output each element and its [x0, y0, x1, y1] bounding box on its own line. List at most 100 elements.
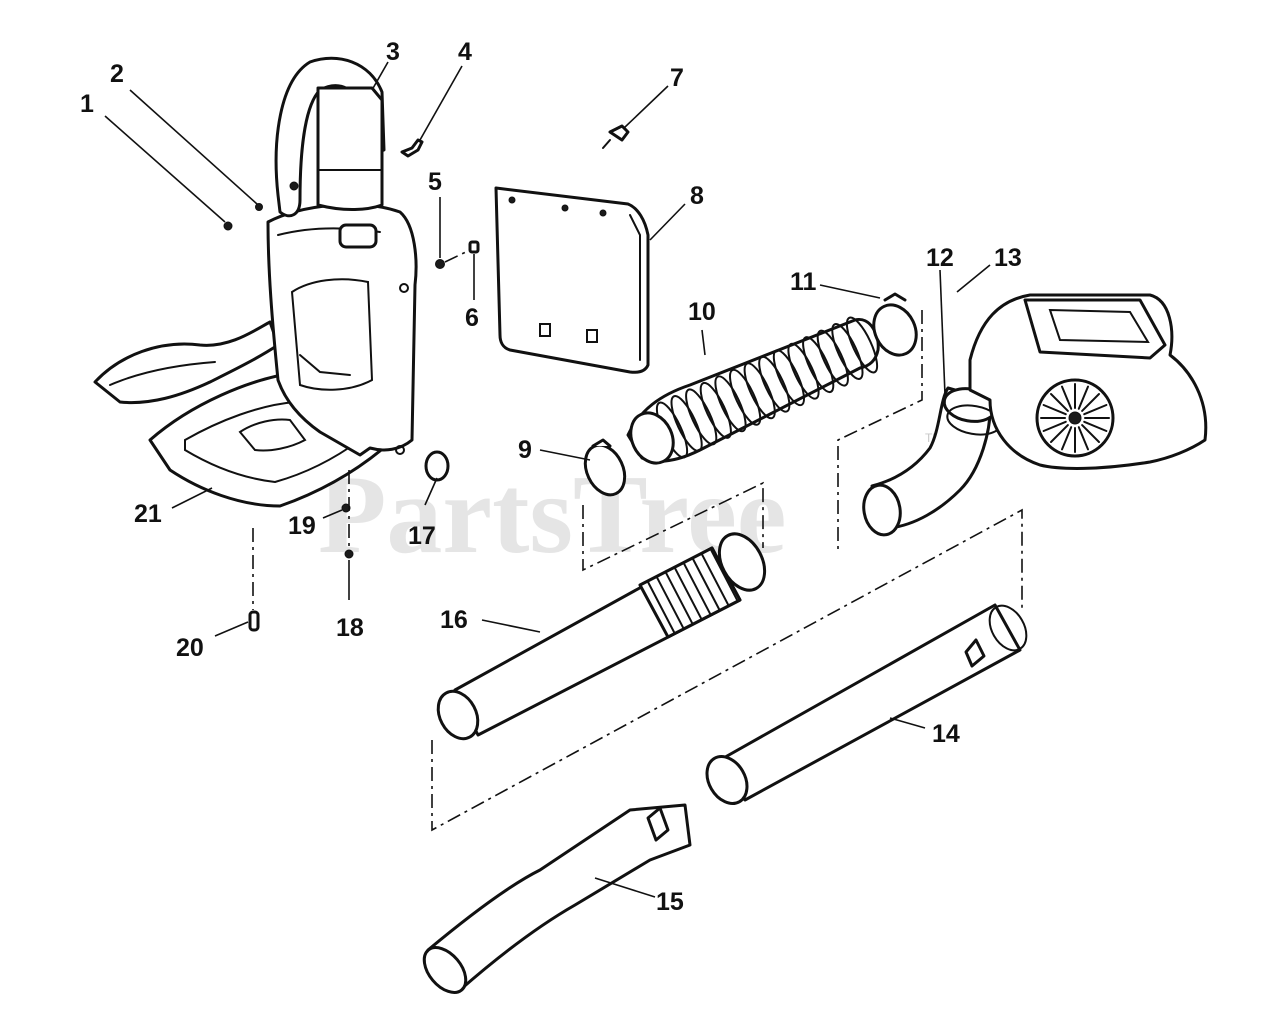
part-9-clamp-latch: [591, 438, 612, 448]
nozzle-tip: [422, 946, 468, 994]
flex-hose-rib: [714, 375, 747, 433]
callout-18: 18: [336, 614, 364, 642]
callout-1: 1: [80, 90, 94, 118]
callout-13: 13: [994, 244, 1022, 272]
tube-16-rib: [710, 548, 738, 601]
fan-blade: [1077, 385, 1089, 410]
callout-6: 6: [465, 304, 479, 332]
leader-8: [649, 203, 686, 241]
part-11-clamp-latch: [883, 292, 907, 302]
callout-4: 4: [458, 38, 472, 66]
callout-19: 19: [288, 512, 316, 540]
leader-7: [623, 85, 669, 129]
dash-clamp-11-elbow: [837, 310, 923, 550]
fan-blade: [1077, 426, 1089, 451]
part-7-screw: [608, 124, 630, 142]
leader-4: [419, 65, 463, 141]
blower-intake-grille: [1048, 308, 1150, 344]
leader-13: [956, 264, 991, 293]
part-20-bolt: [248, 610, 260, 632]
leader-9: [539, 449, 591, 461]
tube-14-body: [718, 603, 1022, 802]
tube-16-rib: [683, 562, 711, 615]
frame-hole-upper: [399, 283, 409, 293]
tube-14: [705, 603, 1028, 805]
frame-hole-lower: [395, 445, 405, 455]
callout-9: 9: [518, 436, 532, 464]
leader-21: [171, 487, 213, 509]
back-pad-edge: [629, 214, 641, 361]
watermark: PartsTree TM: [318, 431, 942, 577]
callout-15: 15: [656, 888, 684, 916]
dash-clamp-9-tube: [582, 481, 764, 572]
back-pad-hole-2: [561, 204, 569, 212]
dash-tube-16-14: [431, 508, 1023, 832]
tube-16-ribs: [647, 548, 738, 633]
callout-11: 11: [790, 268, 817, 296]
flex-hose-rib: [816, 329, 849, 387]
frame-window-detail: [299, 354, 351, 376]
tube-14-end: [705, 755, 749, 805]
hose-clamps: [583, 292, 918, 497]
elbow-tube: [862, 386, 1002, 537]
handle-grip-panel: [316, 86, 384, 212]
tube-16-rib: [665, 571, 693, 624]
flex-hose-rib: [729, 368, 762, 426]
assembly-dash-lines: [431, 310, 1023, 832]
flex-hose-rib: [787, 342, 820, 400]
back-pad-clip-1: [539, 323, 551, 337]
shoulder-strap-seam: [109, 361, 216, 386]
leader-10: [701, 329, 706, 356]
tube-16-rib: [674, 567, 702, 620]
callout-20: 20: [176, 634, 204, 662]
tube-16-rib: [701, 553, 729, 606]
dash-5-6: [444, 249, 471, 263]
flex-hose-rib: [758, 355, 791, 413]
tube-16-coupler: [717, 532, 767, 592]
carry-handle: [274, 56, 386, 218]
part-5-nut: [435, 259, 445, 269]
fan-blade: [1042, 420, 1067, 432]
flex-hose-rib: [699, 381, 732, 439]
leader-11: [819, 284, 881, 299]
flex-hose-rib: [772, 349, 805, 407]
flex-hose-rib: [802, 336, 835, 394]
tube-16-rib: [647, 581, 675, 633]
part-2-washer: [255, 203, 263, 211]
elbow-outlet: [862, 483, 902, 537]
fan-blade: [1083, 404, 1108, 416]
part-4-bolt: [400, 138, 424, 158]
tube-16-rib: [692, 558, 720, 610]
callout-2: 2: [110, 60, 124, 88]
frame-window: [290, 278, 374, 391]
callout-12: 12: [926, 244, 954, 272]
blower-intake-cover: [1023, 298, 1167, 360]
flex-hose-rib: [743, 362, 776, 420]
back-pad: [494, 186, 650, 374]
leader-1: [104, 115, 226, 223]
callout-17: 17: [408, 522, 436, 550]
back-pad-clip-2: [586, 329, 598, 343]
back-pad-hole-3: [599, 209, 607, 217]
fan-blade: [1042, 404, 1067, 416]
tube-16: [436, 532, 767, 741]
blower-fan-hub: [1068, 411, 1082, 425]
tube-14-outlet: [988, 604, 1028, 652]
leader-lines: [104, 61, 991, 898]
fan-blade: [1050, 393, 1069, 412]
part-11-clamp: [872, 303, 918, 357]
fan-blade: [1061, 385, 1073, 410]
leader-16: [481, 619, 541, 633]
nozzle-15: [422, 803, 692, 994]
leader-2: [129, 89, 258, 205]
callout-3: 3: [386, 38, 400, 66]
flex-hose-end-cuff: [629, 411, 675, 465]
handle-pivot: [289, 181, 299, 191]
tube-16-rib: [656, 576, 684, 629]
fan-blade: [1083, 420, 1108, 432]
flex-hose: [626, 316, 880, 465]
nozzle-clip: [646, 806, 670, 842]
leader-15: [594, 877, 656, 898]
fan-blade: [1081, 393, 1100, 412]
